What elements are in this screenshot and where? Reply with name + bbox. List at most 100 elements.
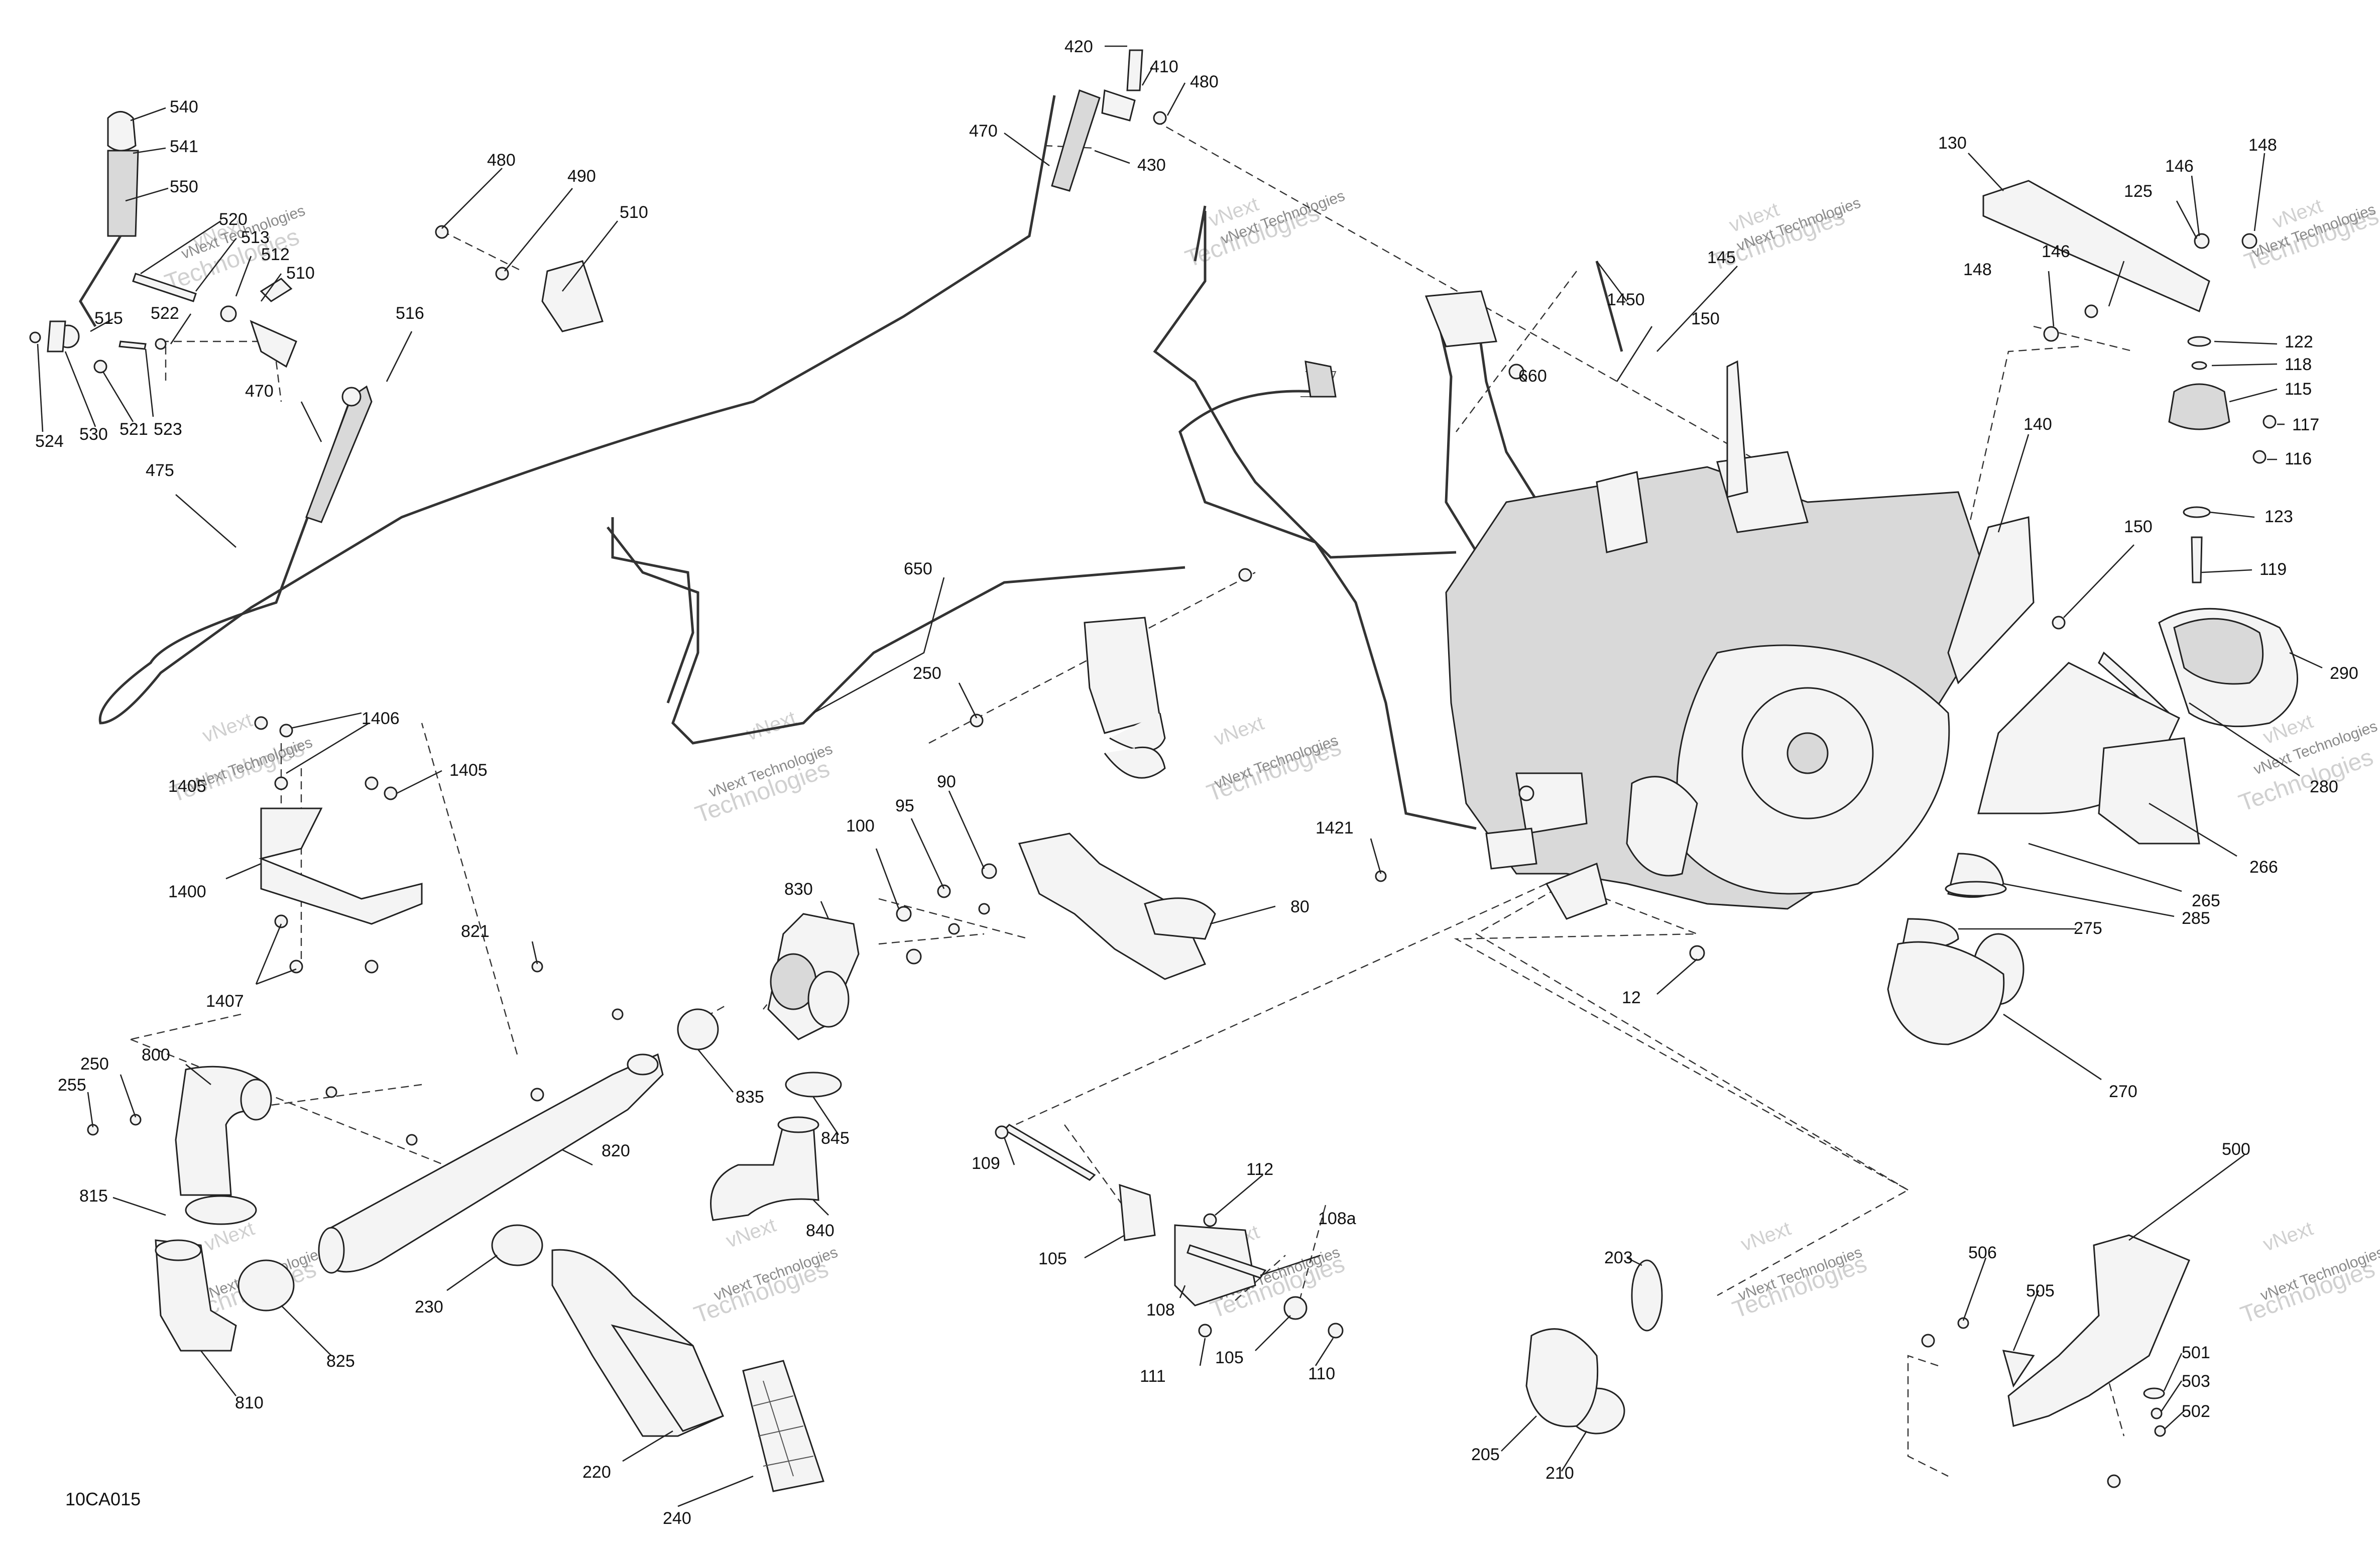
- callout: 503: [2182, 1372, 2210, 1391]
- intake-tube: [318, 961, 664, 1274]
- callout: 80: [1290, 897, 1310, 916]
- callout: 140: [2024, 415, 2052, 434]
- callout: 470: [245, 382, 274, 401]
- engine-mount-bracket: [1982, 180, 2277, 583]
- callout: 250: [80, 1054, 109, 1074]
- callout: 105: [1038, 1249, 1067, 1268]
- callout: 150: [2124, 517, 2153, 536]
- callout: 512: [261, 245, 290, 264]
- callout: 516: [396, 304, 424, 323]
- watermark: vNext Technologies vNext Technologies: [690, 1214, 840, 1329]
- callout: 100: [846, 816, 875, 836]
- callout: 275: [2074, 919, 2102, 938]
- callout: 205: [1471, 1445, 1500, 1464]
- watermark: vNext Technologies vNext Technologies: [692, 707, 835, 828]
- callout: 815: [79, 1186, 108, 1206]
- parts: [29, 49, 2299, 1492]
- ecm-connector: [1304, 290, 1497, 398]
- engine-assembly: [1445, 360, 1984, 961]
- cvt-duct-205: [1525, 1328, 1599, 1428]
- callout: 830: [784, 880, 813, 899]
- filter-screen-240: [742, 1360, 824, 1492]
- callout: 119: [2259, 560, 2287, 579]
- callout: 530: [79, 425, 108, 444]
- callout: 475: [146, 461, 174, 480]
- callout: 490: [567, 167, 596, 186]
- callout: 470: [969, 122, 998, 141]
- svg-text:vNext: vNext: [723, 1214, 779, 1252]
- watermark: vNext Technologies vNext Technologies: [2241, 195, 2380, 276]
- callout: 501: [2182, 1343, 2210, 1362]
- svg-text:vNext: vNext: [1738, 1217, 1794, 1255]
- callout: 90: [937, 772, 956, 791]
- callout: 116: [2285, 449, 2312, 468]
- callout: 541: [170, 137, 198, 156]
- intake-adapter: [767, 913, 860, 1040]
- callout: 108a: [1318, 1209, 1356, 1228]
- callout: 123: [2265, 507, 2293, 526]
- callout: 1405: [449, 761, 488, 780]
- callout: 220: [582, 1463, 611, 1482]
- callout: 250: [913, 664, 941, 683]
- callout: 111: [1140, 1367, 1166, 1386]
- callout: 506: [1968, 1243, 1997, 1262]
- callout: 1406: [362, 709, 400, 728]
- callout: 522: [151, 304, 179, 323]
- callout: 148: [1963, 260, 1992, 279]
- callout: 502: [2182, 1402, 2210, 1421]
- callout: 550: [170, 177, 198, 196]
- callout: 660: [1518, 367, 1547, 386]
- callout: 820: [602, 1141, 630, 1160]
- callout: 1421: [1316, 818, 1354, 838]
- callout: 500: [2222, 1140, 2250, 1159]
- callout: 1400: [168, 882, 206, 901]
- bracket-510-top: [435, 225, 604, 332]
- cvt-air-inlet: [1977, 608, 2299, 845]
- callout: 540: [170, 97, 198, 116]
- callout: 520: [219, 210, 248, 229]
- callout: 265: [2192, 891, 2220, 910]
- callout: 109: [972, 1154, 1000, 1173]
- shift-bracket: [220, 278, 297, 368]
- callout: 835: [736, 1088, 764, 1107]
- bracket-140: [1947, 516, 2066, 684]
- callout: 108: [1146, 1300, 1175, 1320]
- callout: 145: [1707, 248, 1736, 267]
- svg-text:vNext: vNext: [1211, 712, 1267, 750]
- pedal-sensor: [1084, 617, 1166, 779]
- callout: 650: [904, 559, 932, 578]
- callout: 270: [2109, 1082, 2137, 1101]
- callout: 1450: [1607, 290, 1645, 309]
- callout: 122: [2285, 332, 2313, 351]
- callout: 845: [821, 1129, 850, 1148]
- intake-elbow-800: [87, 1065, 272, 1196]
- shift-cable: [98, 49, 1167, 725]
- callout: 825: [326, 1352, 355, 1371]
- callout: 800: [142, 1045, 170, 1064]
- callout: 95: [895, 796, 914, 815]
- callout: 821: [461, 922, 490, 941]
- cvt-air-outlet: [1887, 853, 2025, 1045]
- wiring-harness: [607, 211, 1568, 830]
- callout: 117: [2292, 415, 2319, 434]
- callout: 148: [2248, 136, 2277, 155]
- callout: 150: [1691, 309, 1720, 328]
- callout: 521: [120, 420, 148, 439]
- throttle-pedal: [896, 833, 1216, 980]
- callout: 118: [2285, 355, 2312, 374]
- callout: 840: [806, 1221, 835, 1240]
- guard-500: [1921, 1234, 2190, 1488]
- callout: 510: [286, 264, 315, 283]
- callout: 146: [2042, 242, 2070, 261]
- callout: 524: [35, 432, 64, 451]
- intake-elbow-840: [710, 1116, 819, 1221]
- callout: 240: [663, 1509, 691, 1528]
- svg-text:vNext: vNext: [199, 709, 255, 747]
- callout: 410: [1150, 57, 1178, 76]
- callout: 515: [94, 309, 123, 328]
- callout-numbers: 420 410 480 430 470 540 541 550 520 513 …: [35, 37, 2358, 1528]
- intake-elbow-810: [155, 1239, 237, 1352]
- callout: 510: [620, 203, 648, 222]
- shaft-assembly: [995, 1124, 1344, 1339]
